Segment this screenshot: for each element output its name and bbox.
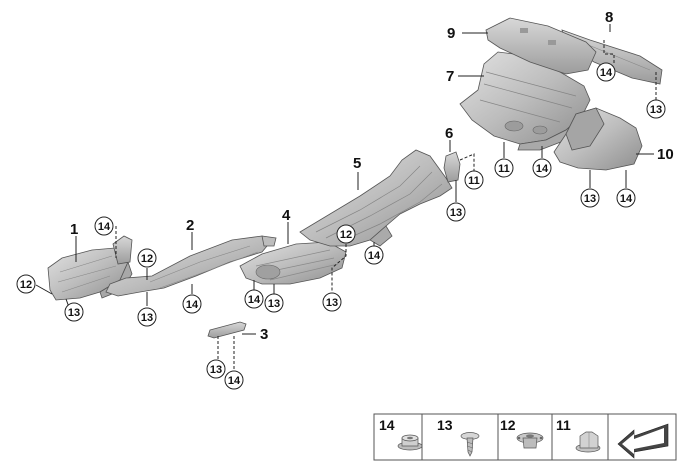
circled-callout-14: 14 xyxy=(182,294,202,314)
svg-text:13: 13 xyxy=(650,104,662,116)
svg-text:13: 13 xyxy=(450,207,462,219)
callout-7: 7 xyxy=(446,68,454,85)
callout-10: 10 xyxy=(657,146,674,163)
svg-text:13: 13 xyxy=(68,307,80,319)
svg-text:14: 14 xyxy=(620,193,633,205)
circled-callout-13: 13 xyxy=(646,99,666,119)
circled-callout-13: 13 xyxy=(64,302,84,322)
svg-text:14: 14 xyxy=(228,375,241,387)
circled-callouts: 14 12 13 12 13 14 13 xyxy=(16,62,666,390)
circled-callout-14: 14 xyxy=(616,188,636,208)
callout-5: 5 xyxy=(353,155,361,172)
svg-text:12: 12 xyxy=(141,253,153,265)
hex-nut-icon xyxy=(575,431,601,453)
callout-1: 1 xyxy=(70,221,78,238)
clip-nut-icon xyxy=(516,432,544,449)
circled-callout-14: 14 xyxy=(244,289,264,309)
callout-8: 8 xyxy=(605,9,613,26)
circled-callout-13: 13 xyxy=(264,293,284,313)
leader-lines xyxy=(35,24,657,372)
svg-text:14: 14 xyxy=(368,250,381,262)
circled-callout-14: 14 xyxy=(224,370,244,390)
svg-text:14: 14 xyxy=(186,299,199,311)
svg-text:13: 13 xyxy=(584,193,596,205)
circled-callout-14: 14 xyxy=(364,245,384,265)
circled-callout-12: 12 xyxy=(16,274,36,294)
heat-shield-part-5 xyxy=(299,149,453,247)
svg-text:13: 13 xyxy=(326,297,338,309)
legend-item-11: 11 xyxy=(556,417,601,453)
svg-text:13: 13 xyxy=(437,417,453,433)
circled-callout-13: 13 xyxy=(446,202,466,222)
circled-callout-13: 13 xyxy=(322,292,342,312)
heat-shield-part-2 xyxy=(105,235,277,297)
legend-item-13: 13 xyxy=(437,417,480,457)
bracket-near-part-1 xyxy=(112,235,133,265)
svg-text:14: 14 xyxy=(600,67,613,79)
svg-text:11: 11 xyxy=(468,175,480,187)
svg-text:12: 12 xyxy=(500,417,516,433)
flange-nut-icon xyxy=(397,434,423,451)
heat-shield-part-4 xyxy=(239,241,347,285)
svg-text:13: 13 xyxy=(141,312,153,324)
callout-4: 4 xyxy=(282,207,291,224)
fastener-legend: 14 13 12 xyxy=(373,413,677,461)
circled-callout-12: 12 xyxy=(137,248,157,268)
circled-callout-11: 11 xyxy=(494,158,514,178)
screw-icon xyxy=(460,432,480,457)
circled-callout-11: 11 xyxy=(464,170,484,190)
svg-text:11: 11 xyxy=(498,163,510,175)
svg-text:13: 13 xyxy=(268,298,280,310)
circled-callout-14: 14 xyxy=(596,62,616,82)
bracket-part-3 xyxy=(207,321,247,339)
svg-text:14: 14 xyxy=(536,163,549,175)
circled-callout-13: 13 xyxy=(580,188,600,208)
callout-9: 9 xyxy=(447,25,455,42)
callout-2: 2 xyxy=(186,217,194,234)
bracket-part-6 xyxy=(443,151,461,183)
front-arrow-icon xyxy=(617,423,669,459)
svg-text:13: 13 xyxy=(210,364,222,376)
svg-text:12: 12 xyxy=(340,229,352,241)
callout-6: 6 xyxy=(445,125,453,142)
heat-shield-part-9 xyxy=(485,17,597,75)
callout-3: 3 xyxy=(260,326,268,343)
heat-shield-part-7 xyxy=(459,51,591,151)
svg-text:14: 14 xyxy=(98,221,111,233)
circled-callout-14: 14 xyxy=(94,216,114,236)
plain-callouts: 1 2 3 4 5 6 7 8 9 10 xyxy=(70,9,674,343)
heat-shield-part-10 xyxy=(553,107,643,171)
circled-callout-13: 13 xyxy=(206,359,226,379)
svg-text:14: 14 xyxy=(248,294,261,306)
svg-text:11: 11 xyxy=(556,417,571,433)
circled-callout-14: 14 xyxy=(532,158,552,178)
circled-callout-13: 13 xyxy=(137,307,157,327)
svg-text:12: 12 xyxy=(20,279,32,291)
legend-item-14: 14 xyxy=(379,417,423,451)
svg-text:14: 14 xyxy=(379,417,395,433)
legend-item-12: 12 xyxy=(500,417,544,449)
circled-callout-12: 12 xyxy=(336,224,356,244)
